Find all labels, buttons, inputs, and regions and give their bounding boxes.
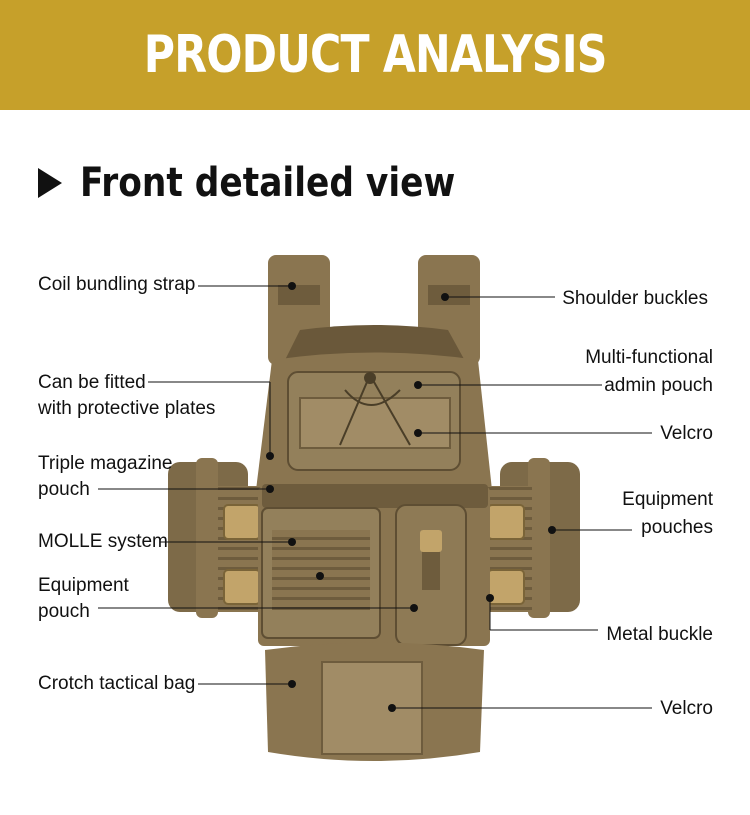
label-equipment-pouch-line1: Equipment bbox=[38, 575, 129, 596]
header-banner: PRODUCT ANALYSIS bbox=[0, 0, 750, 110]
leader-dots bbox=[266, 282, 556, 712]
right-upper-buckle bbox=[487, 504, 525, 540]
velcro-panel-top bbox=[299, 397, 451, 449]
label-velcro-top: Velcro bbox=[660, 423, 713, 444]
label-equipment-pouches-line2: pouches bbox=[641, 517, 713, 538]
left-lower-buckle bbox=[223, 569, 261, 605]
triangle-right-icon bbox=[38, 168, 62, 198]
label-velcro-bottom: Velcro bbox=[660, 698, 713, 719]
label-metal-buckle: Metal buckle bbox=[606, 624, 713, 645]
label-admin-pouch-line1: Multi-functional bbox=[585, 347, 713, 368]
vest-body bbox=[168, 255, 580, 761]
section-title: Front detailed view bbox=[80, 160, 456, 206]
label-triple-magazine-line2: pouch bbox=[38, 479, 90, 500]
label-crotch-tactical-bag: Crotch tactical bag bbox=[38, 673, 196, 694]
label-molle-system: MOLLE system bbox=[38, 531, 168, 552]
label-protective-plates-line1: Can be fitted bbox=[38, 372, 146, 393]
label-coil-bundling-strap: Coil bundling strap bbox=[38, 274, 196, 295]
right-shoulder-buckle bbox=[428, 285, 470, 305]
label-equipment-pouch-line2: pouch bbox=[38, 601, 90, 622]
section-heading: Front detailed view bbox=[38, 160, 516, 206]
leader-lines bbox=[98, 285, 652, 709]
triple-magazine-pouch bbox=[262, 484, 488, 508]
left-shoulder-buckle bbox=[278, 285, 320, 305]
banner-title: PRODUCT ANALYSIS bbox=[143, 25, 608, 85]
label-shoulder-buckles: Shoulder buckles bbox=[562, 288, 708, 309]
label-equipment-pouches-line1: Equipment bbox=[622, 489, 713, 510]
label-protective-plates-line2: with protective plates bbox=[38, 398, 216, 419]
label-admin-pouch-line2: admin pouch bbox=[604, 375, 713, 396]
label-triple-magazine-line1: Triple magazine bbox=[38, 453, 173, 474]
left-upper-buckle bbox=[223, 504, 261, 540]
